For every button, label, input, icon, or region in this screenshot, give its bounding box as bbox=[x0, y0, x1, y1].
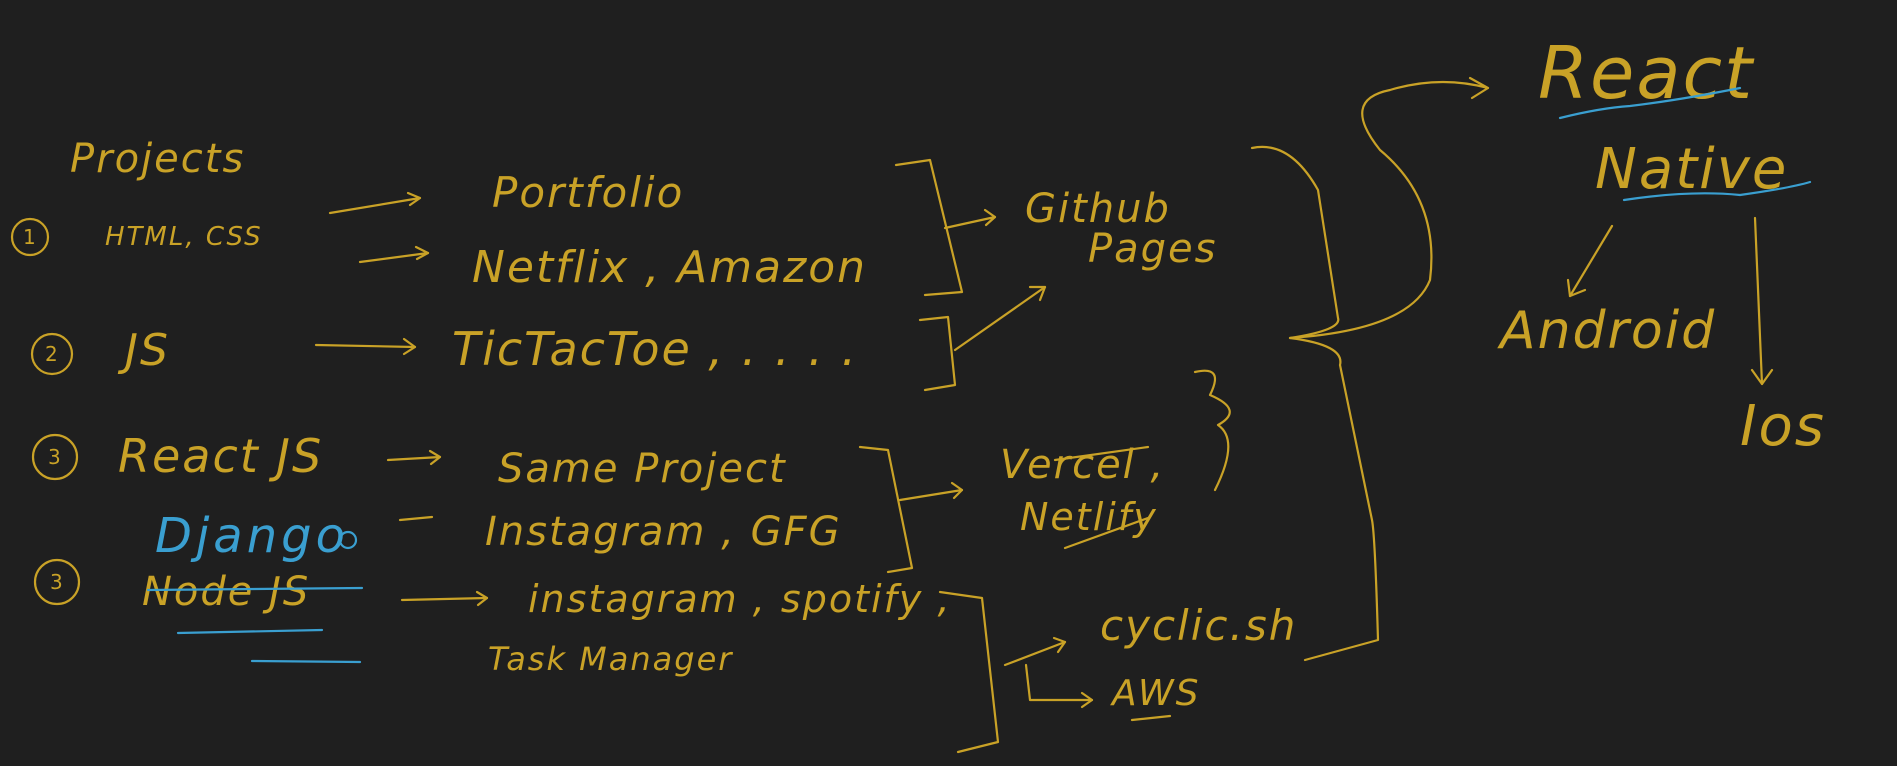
platform-ios: Ios bbox=[1740, 394, 1826, 459]
project-portfolio: Portfolio bbox=[492, 168, 684, 217]
step-4-circle bbox=[33, 558, 81, 606]
tech-html-css: HTML, CSS bbox=[105, 222, 263, 252]
arrow-head bbox=[1566, 278, 1587, 298]
host-pages: Pages bbox=[1088, 226, 1217, 272]
step-4-number: 3 bbox=[50, 570, 63, 594]
arrow-react-same bbox=[386, 455, 442, 462]
arrow-head bbox=[1468, 76, 1490, 100]
arrow-head bbox=[406, 191, 422, 207]
host-netlify: Netlify bbox=[1020, 495, 1158, 539]
arrow-html-portfolio bbox=[328, 196, 422, 215]
platform-android: Android bbox=[1497, 301, 1716, 361]
arrow-html-netflix bbox=[358, 251, 430, 264]
arrow-to-cyclic bbox=[1003, 640, 1067, 667]
arrow-to-android bbox=[1568, 224, 1614, 298]
underline-aws bbox=[1130, 714, 1172, 722]
arrow-to-aws bbox=[1024, 663, 1094, 702]
host-cyclic: cyclic.sh bbox=[1100, 601, 1297, 650]
tech-react-js: React JS bbox=[118, 429, 323, 483]
arrow-head bbox=[414, 245, 430, 261]
arrow-head bbox=[1080, 691, 1094, 709]
arrow-head bbox=[1052, 636, 1067, 654]
step-2-circle bbox=[30, 332, 74, 376]
step-2-number: 2 bbox=[45, 342, 58, 366]
host-aws: AWS bbox=[1110, 673, 1200, 714]
project-same: Same Project bbox=[498, 446, 787, 492]
arrow-head bbox=[475, 590, 489, 607]
tech-django: Django bbox=[155, 508, 349, 564]
bracket-group-2 bbox=[918, 315, 957, 392]
arrow-head bbox=[428, 449, 442, 466]
big-curly-brace bbox=[1250, 145, 1380, 662]
arrow-to-github bbox=[943, 215, 997, 230]
bracket-group-1 bbox=[894, 158, 964, 297]
step-1-number: 1 bbox=[23, 225, 36, 249]
host-github: Github bbox=[1025, 186, 1171, 232]
underline-node-1 bbox=[176, 628, 324, 635]
step-1-circle bbox=[10, 217, 50, 257]
arrow-to-ios bbox=[1753, 216, 1764, 386]
underline-node-2 bbox=[250, 659, 362, 664]
underline-native bbox=[1622, 180, 1812, 202]
arrow-head bbox=[402, 337, 417, 356]
curly-brace-small bbox=[1193, 369, 1231, 492]
underline-react bbox=[1558, 86, 1742, 120]
step-3-circle bbox=[31, 433, 79, 481]
step-3-number: 3 bbox=[48, 445, 61, 469]
react-native-title-1: React bbox=[1538, 31, 1755, 115]
django-o-circle bbox=[338, 530, 358, 550]
arrow-to-pages bbox=[953, 285, 1047, 352]
arrow-head bbox=[983, 208, 997, 227]
react-native-title-2: Native bbox=[1595, 137, 1788, 202]
project-instagram-spotify: instagram , spotify , bbox=[528, 577, 952, 621]
bracket-group-4 bbox=[938, 590, 1000, 754]
strike-node bbox=[146, 586, 364, 592]
project-task-manager: Task Manager bbox=[488, 640, 733, 678]
underline-netlify bbox=[1063, 516, 1150, 550]
project-tictactoe: TicTacToe , . . . . bbox=[452, 322, 858, 376]
underline-vercel bbox=[1053, 445, 1150, 462]
arrow-to-react-native bbox=[1288, 80, 1490, 340]
projects-title: Projects bbox=[70, 136, 245, 182]
project-netflix-amazon: Netflix , Amazon bbox=[472, 242, 867, 293]
arrow-django-insta bbox=[398, 515, 434, 522]
arrow-head bbox=[950, 481, 964, 500]
tech-node-js: Node JS bbox=[142, 569, 310, 615]
project-instagram-gfg: Instagram , GFG bbox=[485, 509, 842, 555]
arrow-node-insta bbox=[400, 596, 489, 602]
bracket-group-3 bbox=[858, 445, 914, 574]
arrow-head bbox=[1028, 285, 1047, 302]
arrow-head bbox=[1750, 368, 1774, 386]
arrow-to-vercel bbox=[898, 488, 964, 502]
arrow-js-tictactoe bbox=[314, 343, 417, 349]
tech-js: JS bbox=[117, 325, 170, 376]
